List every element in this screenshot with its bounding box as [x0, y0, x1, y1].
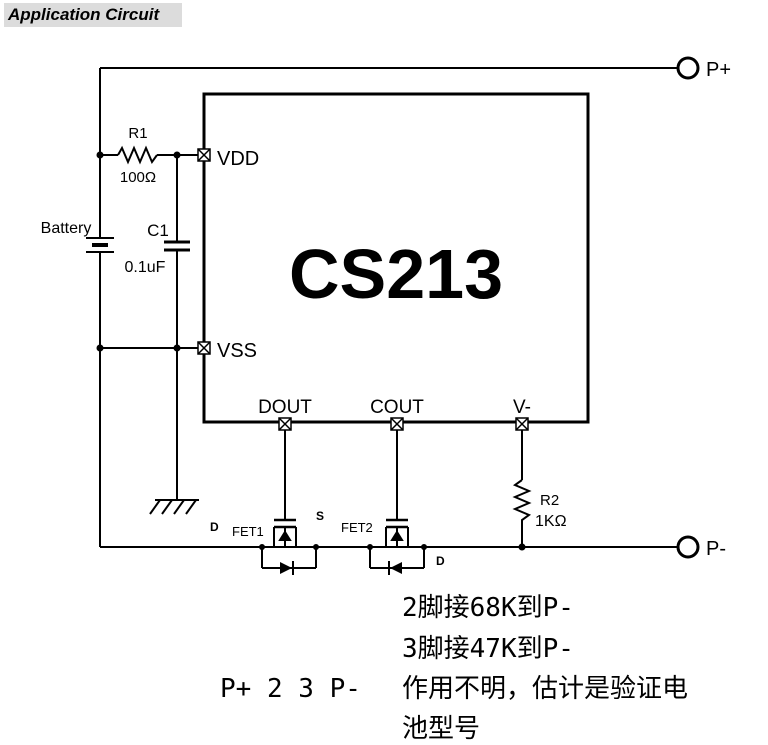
pin-marker-vdd — [197, 148, 211, 162]
note-line-1: 2脚接68K到P- — [402, 593, 574, 623]
node-fet1-left — [259, 544, 265, 550]
battery-label: Battery — [41, 220, 92, 237]
terminal-p-plus-label: P+ — [706, 59, 731, 81]
r2-value: 1KΩ — [535, 513, 567, 530]
node-fet2-right — [421, 544, 427, 550]
c1-value: 0.1uF — [125, 259, 166, 276]
chip-body — [202, 92, 590, 424]
node-c1-vss — [173, 344, 181, 352]
terminal-p-plus — [676, 56, 700, 80]
note-line-2: 3脚接47K到P- — [402, 634, 574, 664]
diode-fet2 — [390, 562, 402, 574]
resistor-r1 — [117, 145, 158, 165]
pin-label-vss: VSS — [217, 340, 257, 362]
node-fet2-left — [367, 544, 373, 550]
pin-marker-cout — [390, 417, 404, 431]
fet1-s-label: S — [316, 509, 324, 523]
capacitor-c1 — [164, 240, 190, 252]
r2-name: R2 — [540, 492, 559, 509]
ground-symbol — [149, 499, 199, 515]
r1-value: 100Ω — [120, 169, 156, 186]
r1-name: R1 — [128, 125, 147, 142]
pin-label-cout: COUT — [370, 397, 424, 418]
pin-label-vminus: V- — [513, 397, 531, 418]
fet1-d-label: D — [210, 520, 219, 534]
mosfet-fet1 — [261, 518, 317, 569]
node-r2-bottom — [518, 543, 526, 551]
c1-name: C1 — [147, 221, 169, 240]
chip-name: CS213 — [289, 235, 503, 313]
note-line-4: 池型号 — [402, 714, 481, 744]
fet2-d-label: D — [436, 554, 445, 568]
node-fet1-right — [313, 544, 319, 550]
diagram-title: Application Circuit — [4, 3, 182, 27]
fet2-label: FET2 — [341, 520, 373, 535]
node-vss — [96, 344, 104, 352]
pin-marker-vminus — [515, 417, 529, 431]
node-r1-right — [173, 151, 181, 159]
note-line-3: 作用不明，估计是验证电 — [402, 674, 689, 704]
pin-label-dout: DOUT — [258, 397, 312, 418]
resistor-r2 — [512, 479, 532, 524]
battery-symbol — [86, 237, 114, 253]
pin-marker-dout — [278, 417, 292, 431]
pin-label-vdd: VDD — [217, 148, 259, 170]
diode-fet1 — [280, 562, 292, 574]
pin-marker-vss — [197, 341, 211, 355]
fet1-label: FET1 — [232, 524, 264, 539]
terminal-p-minus-label: P- — [706, 538, 726, 560]
note-pin-label: P+ 2 3 P- — [220, 674, 361, 704]
terminal-p-minus — [676, 535, 700, 559]
node-r1-left — [96, 151, 104, 159]
